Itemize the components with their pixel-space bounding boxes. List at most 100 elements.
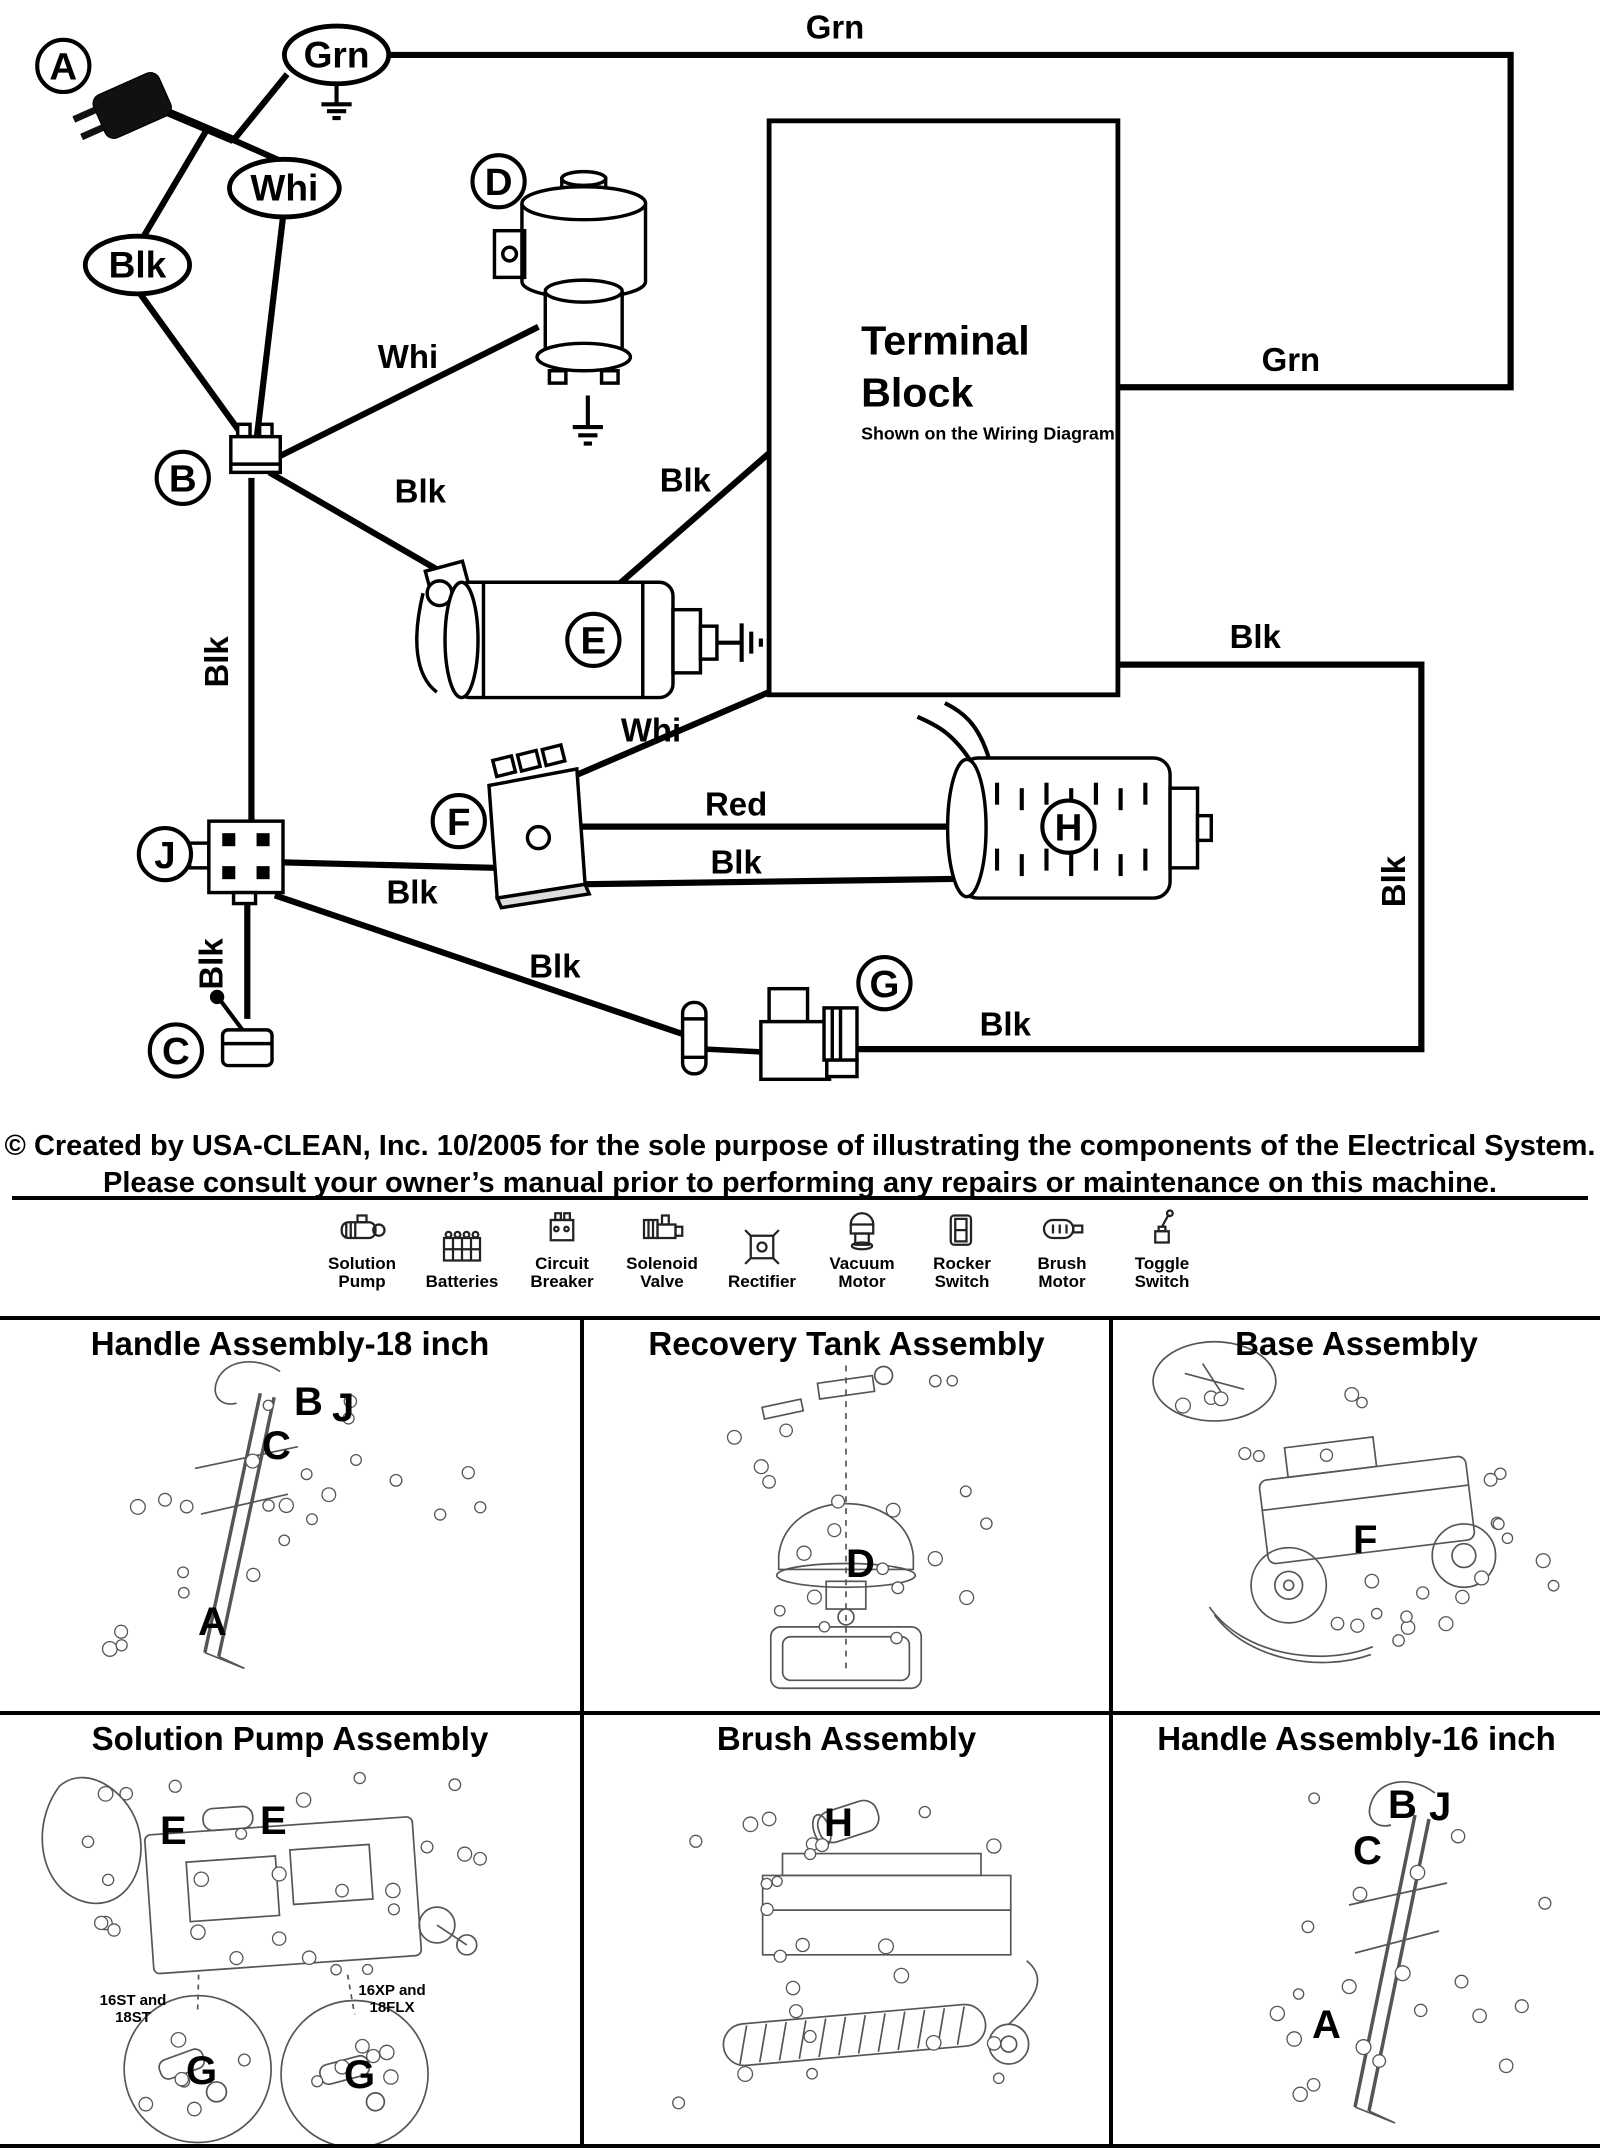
callout-circle	[760, 1902, 774, 1917]
wire-label-whi-tb-f: Whi	[621, 712, 681, 749]
component-letter-b: B	[169, 458, 197, 501]
callout-circle	[1498, 2058, 1514, 2074]
callout-circle	[1355, 2039, 1372, 2056]
wire-c-to-g-blk	[273, 892, 684, 1037]
wire-plug-grn	[231, 72, 290, 143]
recovery-tank-exploded-view	[726, 1365, 993, 1690]
callout-circle	[1394, 1965, 1411, 1982]
callout-circle	[876, 1562, 890, 1576]
callout-circle	[1455, 1589, 1470, 1605]
callout-circle	[186, 2101, 202, 2117]
callout-circle	[796, 1545, 812, 1561]
component-id-f: F	[430, 793, 487, 850]
callout-circle	[1252, 1449, 1265, 1463]
callout-circle	[918, 1805, 932, 1819]
callout-circle	[806, 1589, 823, 1605]
callout-circle	[245, 1453, 261, 1469]
marker-letter: G	[344, 2053, 376, 2097]
callout-circle	[237, 2053, 251, 2067]
wire-b-to-d-whi	[267, 324, 540, 465]
callout-circle	[461, 1465, 475, 1480]
legend-label: Rocker Switch	[933, 1254, 991, 1292]
callout-circle	[1356, 1396, 1368, 1409]
component-id-e: E	[565, 611, 622, 669]
marker-letter: J	[1429, 1785, 1452, 1829]
callout-circle	[689, 1834, 703, 1848]
marker-letter: C	[262, 1424, 291, 1468]
callout-circle	[827, 1523, 842, 1538]
wire-label-blk-right-vertical: Blk	[1375, 855, 1412, 907]
callout-circle	[980, 1517, 993, 1530]
wire-blk-to-b	[137, 292, 250, 444]
wire-label-blk-tb-e: Blk	[660, 462, 712, 499]
component-letter-d: D	[485, 161, 513, 204]
callout-circle	[389, 1473, 403, 1487]
legend-item-circuit-breaker: Circuit Breaker	[518, 1206, 606, 1292]
assembly-title: Handle Assembly-18 inch	[90, 1325, 490, 1362]
callout-circle	[761, 1811, 777, 1827]
marker-letter: E	[160, 1809, 187, 1853]
ground-symbol-solution-pump	[716, 623, 763, 662]
wire-f-to-h-blk	[576, 875, 962, 888]
callout-circle	[335, 1883, 349, 1898]
callout-circle	[107, 1923, 121, 1937]
wire-grn-top-run	[388, 51, 1514, 391]
callout-circle	[246, 1567, 261, 1583]
callout-circle	[474, 1501, 487, 1514]
callout-circle	[1547, 1579, 1560, 1592]
callout-circle	[1538, 1896, 1552, 1910]
rectifier-component	[229, 422, 282, 475]
wire-tb-to-e-blk	[616, 450, 772, 588]
callout-circle	[1409, 1864, 1426, 1881]
legend-item-rocker-switch: Rocker Switch	[918, 1206, 1006, 1292]
wire-label-grn-right: Grn	[1262, 341, 1321, 378]
wiring-diagram: Terminal Block Shown on the Wiring Diagr…	[35, 8, 1514, 1082]
callout-circle	[771, 1875, 783, 1888]
wire-whi-to-b	[253, 216, 287, 438]
toggle-switch-icon	[1154, 1209, 1174, 1244]
wire-plug-cord	[160, 106, 236, 144]
wire-label-red-f-h: Red	[705, 786, 767, 823]
callout-circle	[342, 1412, 355, 1425]
callout-circle	[1438, 1616, 1454, 1632]
callout-circle	[114, 1624, 129, 1639]
callout-circle	[1472, 2008, 1487, 2024]
assembly-grid: Handle Assembly-18 inch B J C A Recovery…	[0, 1316, 1600, 2148]
callout-circle	[383, 2069, 399, 2085]
legend-label: Solution Pump	[328, 1254, 396, 1292]
assembly-title: Brush Assembly	[716, 1720, 977, 1757]
component-id-g: G	[856, 955, 913, 1012]
grn-oval: Grn	[281, 23, 392, 87]
legend-item-toggle-switch: Toggle Switch	[1118, 1206, 1206, 1292]
callout-circle	[119, 1786, 134, 1801]
callout-circle	[138, 2096, 154, 2112]
solution-pump-component	[415, 559, 719, 700]
callout-circle	[271, 1931, 287, 1946]
component-id-h: H	[1040, 798, 1097, 855]
callout-circle	[235, 1827, 248, 1840]
callout-circle	[278, 1534, 291, 1547]
blk-oval-label: Blk	[109, 243, 167, 285]
component-letter-a: A	[49, 46, 77, 89]
callout-circle	[1413, 2003, 1428, 2018]
callout-circle	[473, 1851, 487, 1866]
wire-label-blk-left-lower: Blk	[193, 938, 230, 990]
legend-label: Circuit Breaker	[530, 1254, 594, 1292]
callout-circle	[927, 1550, 943, 1567]
callout-circle	[878, 1938, 894, 1955]
callout-circle	[1535, 1553, 1551, 1569]
callout-circle	[1286, 2031, 1303, 2047]
callout-circle	[1174, 1397, 1192, 1414]
callout-circle	[788, 2004, 804, 2019]
terminal-block: Terminal Block Shown on the Wiring Diagr…	[766, 118, 1121, 698]
wire-label-blk-f-h: Blk	[711, 843, 763, 880]
callout-circle	[1514, 1999, 1529, 2014]
callout-circle	[1454, 1974, 1469, 1989]
whi-oval-label: Whi	[250, 166, 318, 208]
rocker-switch-icon	[949, 1214, 973, 1246]
callout-circle	[959, 1589, 975, 1606]
callout-circle	[959, 1485, 972, 1498]
callout-circle	[893, 1967, 910, 1984]
callout-circle	[190, 1924, 206, 1940]
legend-item-vacuum-motor: Vacuum Motor	[818, 1206, 906, 1292]
